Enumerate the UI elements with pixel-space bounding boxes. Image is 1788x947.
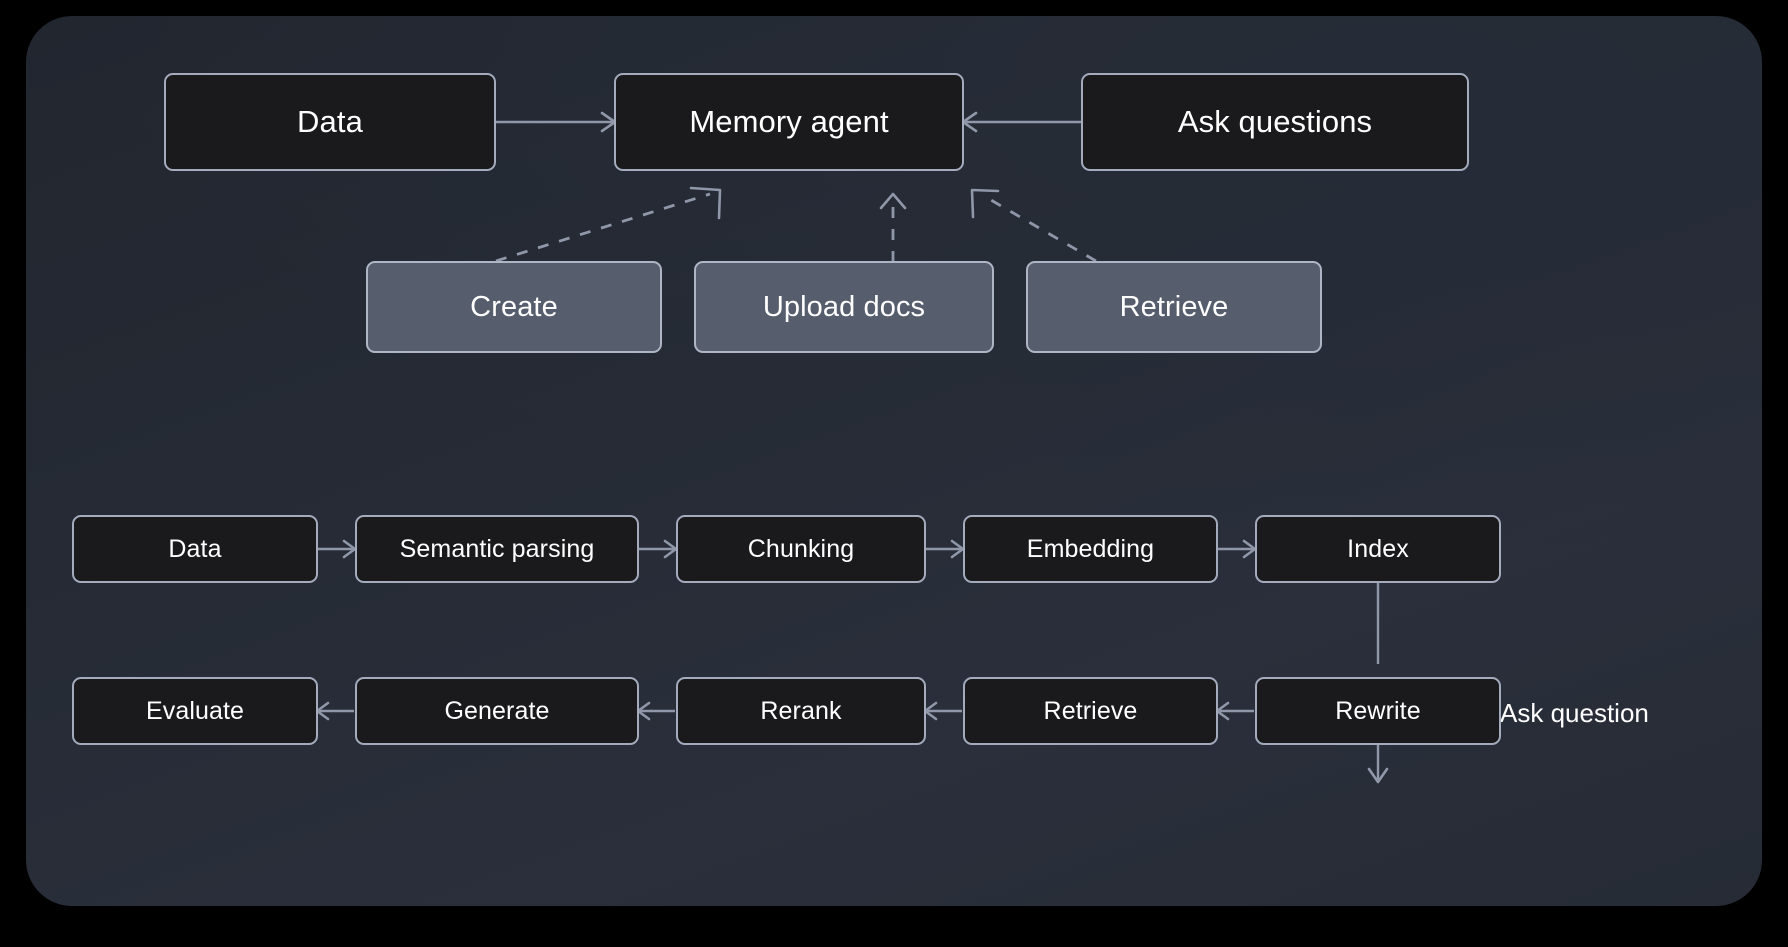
arrowhead-embedding-to-index	[1242, 539, 1257, 559]
node-label: Rerank	[760, 696, 842, 725]
node-ask-questions[interactable]: Ask questions	[1081, 73, 1469, 171]
ask-question-label: Ask question	[1500, 698, 1649, 728]
node-upload-docs[interactable]: Upload docs	[694, 261, 994, 353]
node-label: Upload docs	[762, 290, 926, 323]
pipeline-node-rerank[interactable]: Rerank	[676, 677, 926, 745]
pipeline-node-generate[interactable]: Generate	[355, 677, 639, 745]
arrowhead-data-to-semantic-parsing	[342, 539, 357, 559]
dashed-arrow-create-to-memory-agent	[495, 192, 711, 263]
node-create[interactable]: Create	[366, 261, 662, 353]
arrowhead-rerank-to-generate	[636, 701, 651, 721]
pipeline-node-index[interactable]: Index	[1255, 515, 1501, 583]
arrowhead-retrieve-to-memory-agent	[970, 188, 1000, 219]
pipeline-node-chunking[interactable]: Chunking	[676, 515, 926, 583]
pipeline-node-data[interactable]: Data	[72, 515, 318, 583]
node-label: Create	[470, 290, 558, 323]
node-label: Rewrite	[1335, 696, 1421, 725]
pipeline-node-rewrite[interactable]: Rewrite	[1255, 677, 1501, 745]
arrowhead-ask-questions-to-memory-agent	[961, 111, 978, 133]
node-data-overview[interactable]: Data	[164, 73, 496, 171]
node-label: Data	[168, 534, 222, 563]
node-label: Generate	[444, 696, 550, 725]
arrowhead-generate-to-evaluate	[315, 701, 330, 721]
node-memory-agent[interactable]: Memory agent	[614, 73, 964, 171]
node-label: Data	[297, 104, 363, 139]
node-label: Chunking	[747, 534, 855, 563]
arrowhead-semantic-parsing-to-chunking	[663, 539, 678, 559]
arrowhead-chunking-to-embedding	[950, 539, 965, 559]
node-label: Memory agent	[689, 104, 889, 139]
arrowhead-upload-docs-to-memory-agent	[879, 192, 907, 210]
node-label: Evaluate	[145, 696, 245, 725]
pipeline-node-semantic-parsing[interactable]: Semantic parsing	[355, 515, 639, 583]
dashed-arrow-retrieve-to-memory-agent	[983, 194, 1097, 263]
node-label: Ask questions	[1177, 104, 1373, 139]
node-label: Semantic parsing	[399, 534, 595, 563]
node-label: Retrieve	[1119, 290, 1229, 323]
arrowhead-retrieve-to-rerank	[923, 701, 938, 721]
arrowhead-index-to-rewrite	[1367, 767, 1389, 784]
node-label: Retrieve	[1043, 696, 1138, 725]
arrowhead-create-to-memory-agent	[689, 186, 722, 220]
arrowhead-rewrite-to-retrieve	[1215, 701, 1230, 721]
pipeline-node-retrieve[interactable]: Retrieve	[963, 677, 1218, 745]
node-retrieve-action[interactable]: Retrieve	[1026, 261, 1322, 353]
node-label: Embedding	[1026, 534, 1155, 563]
pipeline-node-evaluate[interactable]: Evaluate	[72, 677, 318, 745]
pipeline-node-embedding[interactable]: Embedding	[963, 515, 1218, 583]
node-label: Index	[1347, 534, 1409, 563]
diagram-canvas: Data Memory agent Ask questions Create U…	[26, 16, 1762, 906]
